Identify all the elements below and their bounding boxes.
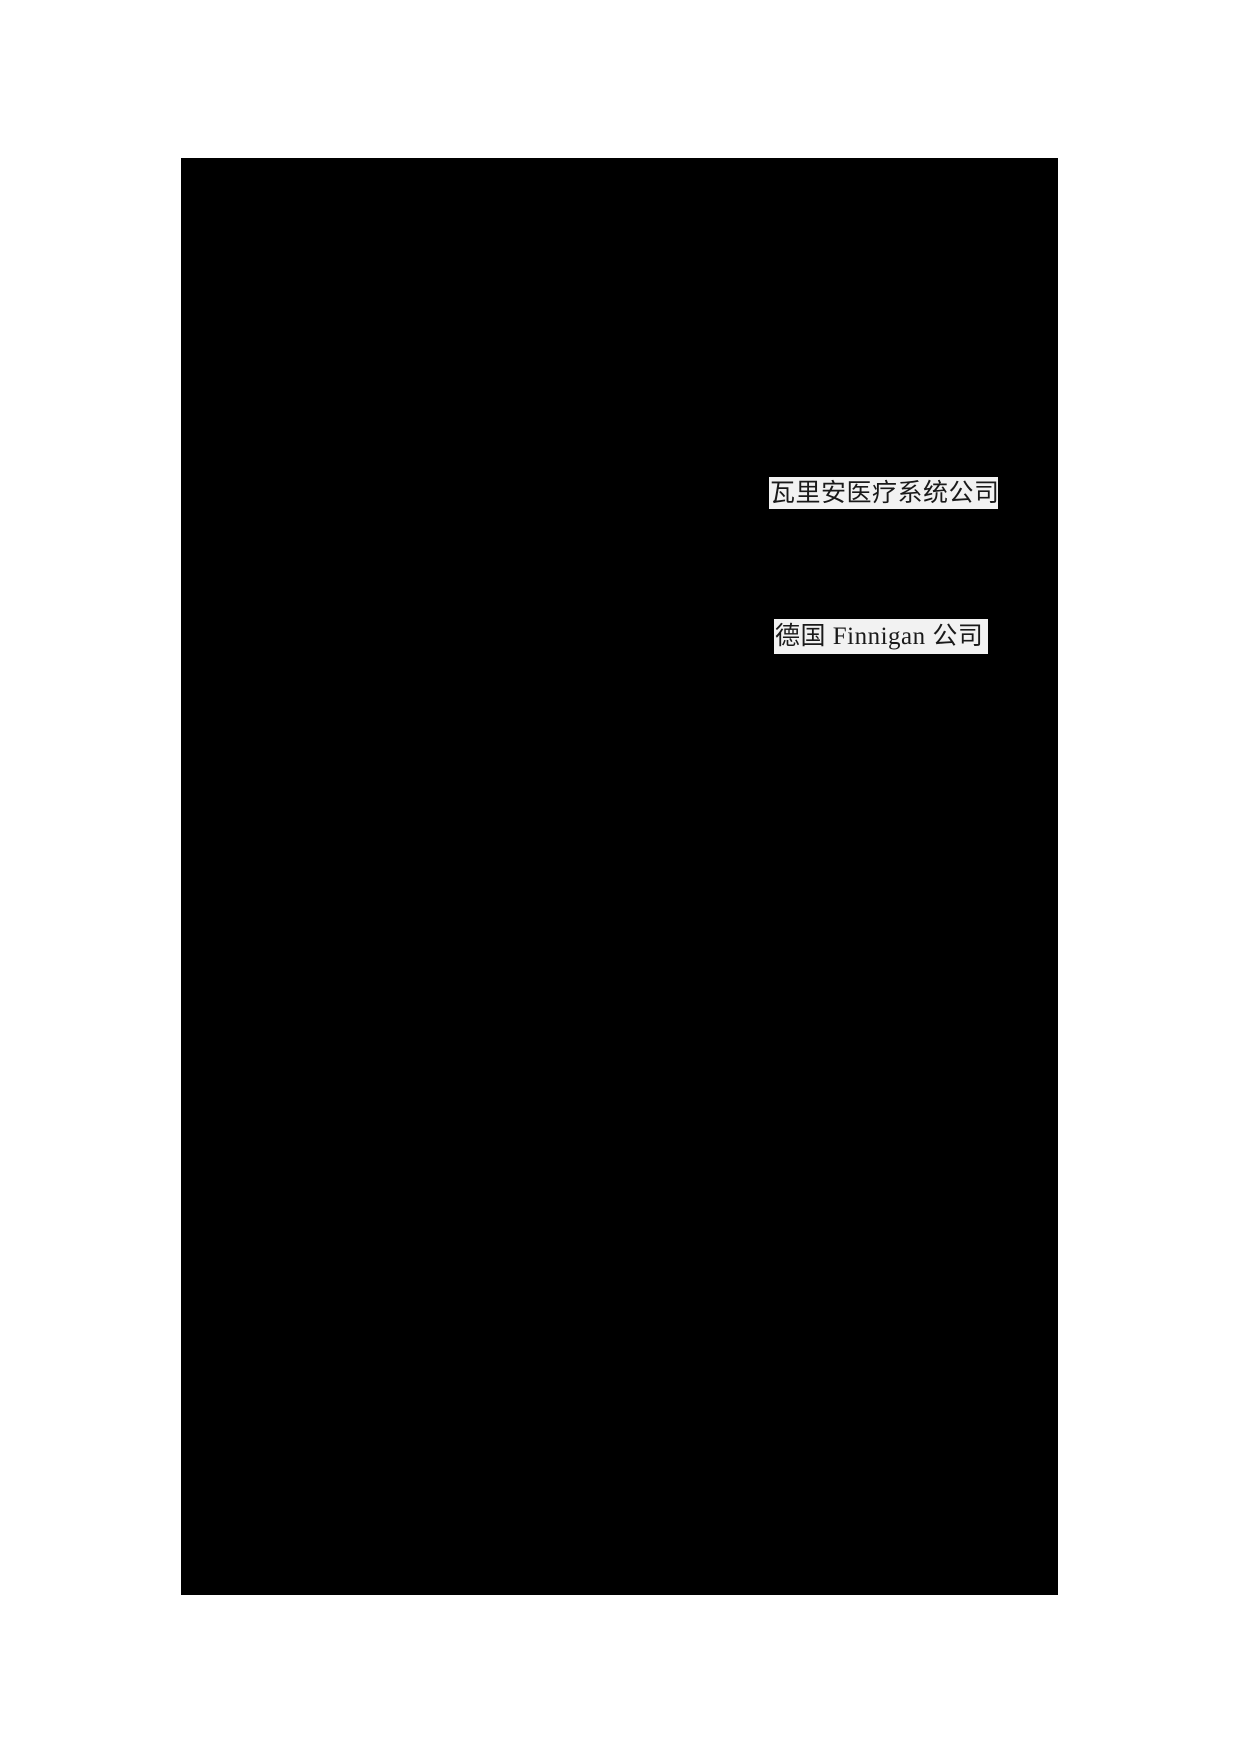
revealed-text-line-1: 瓦里安医疗系统公司 bbox=[769, 477, 1000, 509]
revealed-text-line-2: 德国 Finnigan 公司 bbox=[774, 619, 988, 654]
redaction-block bbox=[181, 158, 1058, 1595]
revealed-text-line-1-label: 瓦里安医疗系统公司 bbox=[770, 479, 1000, 507]
revealed-text-line-2-label: 德国 Finnigan 公司 bbox=[775, 623, 984, 650]
